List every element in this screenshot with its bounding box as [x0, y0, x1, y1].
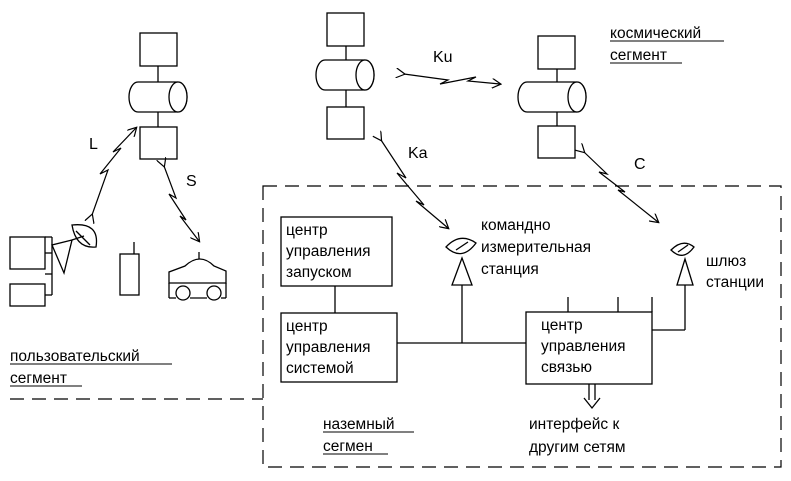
- handset: [119, 242, 140, 296]
- user-segment-label-2: сегмент: [10, 370, 67, 387]
- system-center-line-3: системой: [286, 360, 354, 377]
- link-c: [584, 152, 658, 222]
- ground-segment-label-2: сегмен: [323, 438, 373, 455]
- link-ku: [404, 74, 500, 84]
- command-station-antenna: [445, 237, 477, 286]
- launch-center-line-3: запуском: [286, 264, 352, 281]
- system-center-line-1: центр: [286, 318, 328, 335]
- comm-center-line-2: управления: [541, 338, 626, 355]
- launch-center-line-1: центр: [286, 222, 328, 239]
- link-ka: [381, 140, 448, 228]
- band-c-label: C: [634, 156, 646, 173]
- interface-line-2: другим сетям: [529, 439, 626, 456]
- comm-center-line-1: центр: [541, 317, 583, 334]
- band-l-label: L: [89, 136, 98, 153]
- link-l: [92, 128, 136, 215]
- satellite-middle: [315, 12, 375, 140]
- space-segment-label-2: сегмент: [610, 47, 667, 64]
- satellite-left: [128, 32, 188, 160]
- ground-segment-label-1: наземный: [323, 416, 395, 433]
- band-s-label: S: [186, 173, 197, 190]
- launch-center-line-2: управления: [286, 243, 371, 260]
- space-segment-label-1: космический: [610, 25, 701, 42]
- link-s: [164, 166, 199, 241]
- user-segment-label-1: пользовательский: [10, 348, 140, 365]
- gateway-antenna: [670, 242, 695, 286]
- gateway-line-2: станции: [706, 274, 764, 291]
- interface-line-1: интерфейс к: [529, 416, 619, 433]
- user-terminal: [9, 224, 98, 307]
- system-control-center: [280, 312, 398, 383]
- command-station-line-2: измерительная: [481, 239, 591, 256]
- command-station-line-3: станция: [481, 261, 539, 278]
- band-ka-label: Ka: [408, 145, 428, 162]
- command-station-line-1: командно: [481, 217, 551, 234]
- system-center-line-2: управления: [286, 339, 371, 356]
- band-ku-label: Ku: [433, 49, 453, 66]
- ground-segment-boundary: [262, 185, 782, 468]
- gateway-line-1: шлюз: [706, 253, 746, 270]
- launch-control-center: [280, 216, 393, 287]
- comm-center-line-3: связью: [541, 359, 592, 376]
- satellite-right: [517, 35, 587, 159]
- vehicle: [168, 252, 227, 301]
